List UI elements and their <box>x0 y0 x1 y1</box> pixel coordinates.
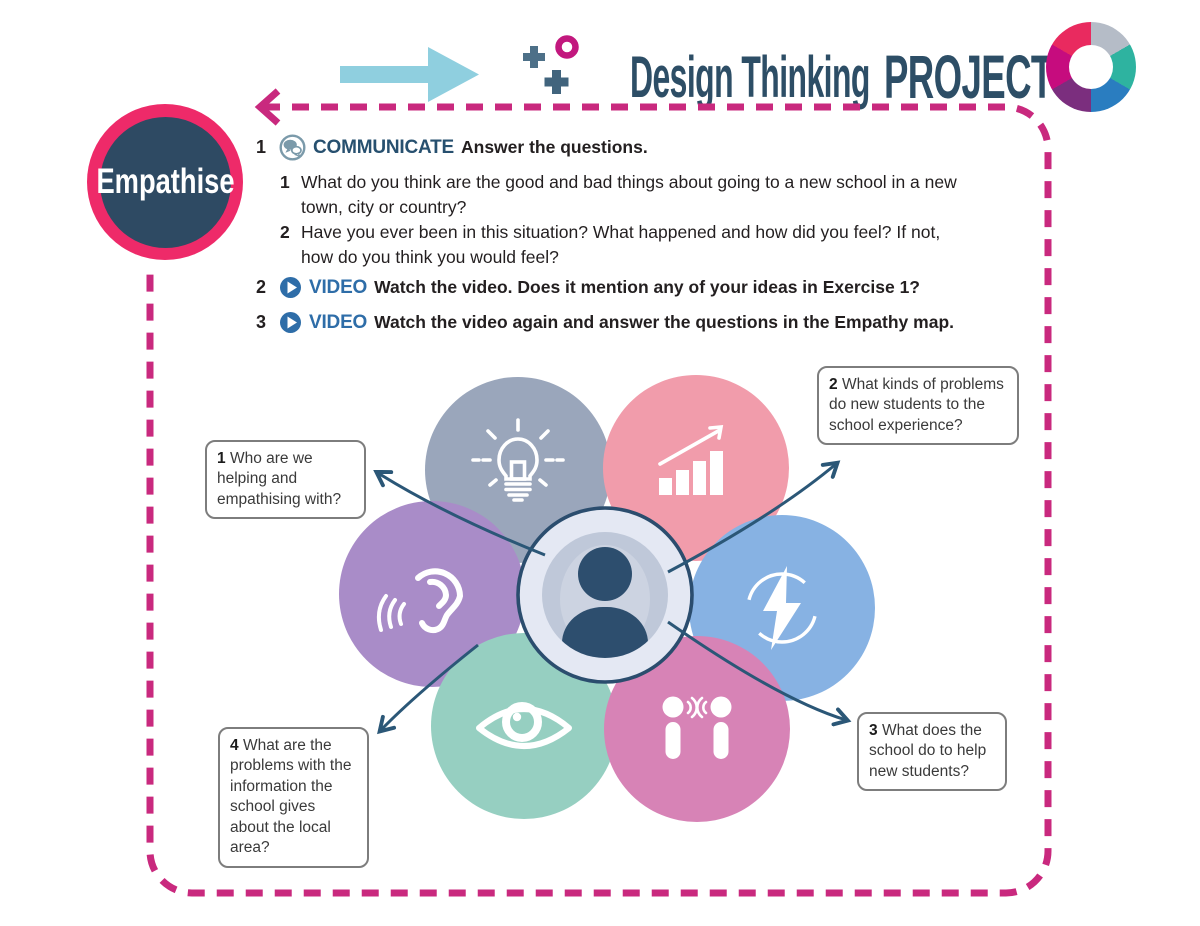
exercise-1-header: 1 COMMUNICATE Answer the questions. <box>256 134 648 161</box>
design-thinking-title: Design Thinking <box>630 45 870 110</box>
ear-icon <box>376 568 464 634</box>
callout-2: 2 What kinds of problems do new students… <box>817 366 1019 446</box>
project-title: PROJECT <box>884 43 1053 111</box>
callout-3-number: 3 <box>869 722 878 739</box>
exercise-2-number: 2 <box>256 277 267 297</box>
empathise-badge-circle: Empathise <box>96 116 234 248</box>
exercise-1-instruction: Answer the questions. <box>461 137 648 157</box>
exercise-2-header: 2 VIDEO Watch the video. Does it mention… <box>256 276 920 299</box>
exercise-1-number: 1 <box>256 137 267 157</box>
exercise-3-instruction: Watch the video again and answer the que… <box>374 312 954 332</box>
callout-3-text: What does the school do to help new stud… <box>869 722 987 780</box>
callout-4-number: 4 <box>230 737 239 754</box>
exercise-3-header: 3 VIDEO Watch the video again and answer… <box>256 311 954 334</box>
callout-1-text: Who are we helping and empathising with? <box>217 450 342 508</box>
callout-2-text: What kinds of problems do new students t… <box>829 376 1004 434</box>
video-play-icon <box>280 277 301 298</box>
question-2-text: Have you ever been in this situation? Wh… <box>301 222 941 267</box>
empathise-stage-badge: Empathise <box>87 104 243 260</box>
right-arrow-icon <box>340 47 479 102</box>
video-label: VIDEO <box>309 311 368 333</box>
callout-1: 1 Who are we helping and empathising wit… <box>205 440 366 520</box>
callout-1-number: 1 <box>217 450 226 467</box>
exercise-1-questions: 1 What do you think are the good and bad… <box>280 170 974 270</box>
callout-4: 4 What are the problems with the informa… <box>218 727 369 868</box>
communicate-label: COMMUNICATE <box>313 136 454 158</box>
callout-4-text: What are the problems with the informati… <box>230 737 352 857</box>
conversation-icon <box>662 696 732 759</box>
empathise-badge-label: Empathise <box>95 162 235 201</box>
project-ring-logo <box>1046 22 1136 112</box>
question-2-number: 2 <box>280 222 290 242</box>
exercise-3-number: 3 <box>256 312 267 332</box>
callout-2-number: 2 <box>829 376 838 393</box>
question-1-number: 1 <box>280 172 290 192</box>
callout-3: 3 What does the school do to help new st… <box>857 712 1007 792</box>
project-ring-logo-hole <box>1069 45 1113 89</box>
question-2: 2 Have you ever been in this situation? … <box>280 220 974 270</box>
video-label: VIDEO <box>309 276 368 298</box>
plus-dots-decoration-icon <box>523 35 579 94</box>
exercise-2-instruction: Watch the video. Does it mention any of … <box>374 277 921 297</box>
communicate-icon <box>279 134 306 161</box>
center-user-circle <box>516 506 694 684</box>
border-arrowhead-icon <box>254 88 281 126</box>
video-play-icon <box>280 312 301 333</box>
question-1-text: What do you think are the good and bad t… <box>301 172 957 217</box>
question-1: 1 What do you think are the good and bad… <box>280 170 974 220</box>
